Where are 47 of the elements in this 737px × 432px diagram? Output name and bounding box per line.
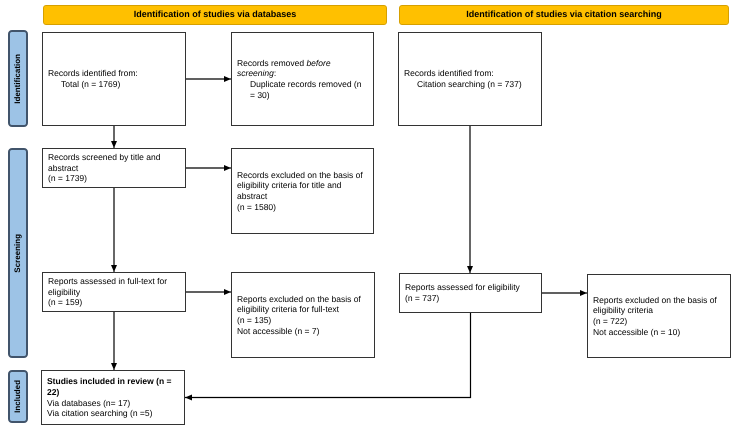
box-text: (n = 159) <box>48 297 84 308</box>
box-text: Records identified from: <box>404 68 495 79</box>
box-text: Via citation searching (n =5) <box>47 408 154 419</box>
box-text: Not accessible (n = 10) <box>593 326 682 338</box>
process-box <box>231 272 375 358</box>
box-text: Records excluded on the basis of eligibility criteria for title and abstract <box>237 170 364 202</box>
arrow <box>542 290 587 296</box>
process-box <box>42 272 186 312</box>
box-text: (n = 1739) <box>48 173 88 184</box>
phase-tab: Screening <box>8 148 28 358</box>
arrow <box>111 126 117 148</box>
process-box <box>231 32 374 126</box>
box-text: Reports assessed for eligibility <box>405 282 521 293</box>
box-text: Via databases (n= 17) <box>47 398 132 408</box>
section-header: Identification of studies via databases <box>43 5 387 25</box>
phase-tab: Included <box>8 370 28 423</box>
section-header: Identification of studies via citation searching <box>399 5 729 25</box>
phase-tab: Identification <box>8 30 28 127</box>
box-text: Reports excluded on the basis of eligibility criteria <box>593 294 718 316</box>
process-box <box>398 32 542 126</box>
arrow <box>186 289 231 295</box>
process-box <box>231 148 374 234</box>
box-text: Not accessible (n = 7) <box>237 326 320 336</box>
box-text: Citation searching (n = 737) <box>416 79 523 90</box>
box-text: (n = 722) <box>593 316 628 327</box>
box-text: (n = 135) <box>237 315 272 326</box>
box-text: Records removed before screening: <box>237 58 332 79</box>
box-text: Records identified from: <box>48 68 139 79</box>
box-text: (n = 737) <box>405 293 440 304</box>
process-box <box>587 274 731 358</box>
box-text: Reports assessed in full-text for eligibility <box>48 276 168 298</box>
arrow <box>186 165 231 171</box>
arrow <box>111 312 117 370</box>
process-box <box>41 370 185 425</box>
arrow <box>185 313 472 400</box>
box-text: (n = 1580) <box>237 202 277 212</box>
box-text: Total (n = 1769) <box>60 79 122 90</box>
box-text: Duplicate records removed (n = 30) <box>249 79 362 100</box>
arrow <box>111 188 117 272</box>
process-box <box>42 32 186 126</box>
process-box <box>399 273 542 313</box>
arrow <box>186 76 231 82</box>
box-text: Records screened by title and abstract <box>48 152 162 174</box>
box-text: Reports excluded on the basis of eligibility criteria for full-text <box>237 294 362 315</box>
process-box <box>42 148 186 188</box>
box-text: Studies included in review (n = 22) <box>47 376 172 398</box>
arrow <box>467 126 473 273</box>
